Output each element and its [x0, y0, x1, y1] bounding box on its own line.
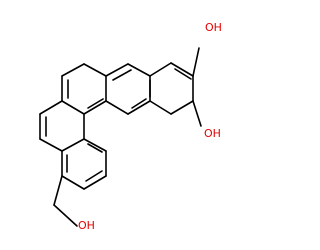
bond [87, 143, 103, 153]
hydroxyl-label-top: OH [205, 21, 222, 34]
ring-c-bonds [105, 63, 151, 115]
bond [39, 138, 63, 152]
bond [192, 100, 202, 127]
bond [131, 98, 147, 109]
bond [170, 100, 194, 115]
substituent-bonds [53, 47, 202, 227]
bond [83, 175, 107, 190]
bond [174, 68, 192, 80]
bond [83, 138, 107, 152]
bond [85, 170, 103, 182]
bond [83, 63, 107, 77]
bond [87, 98, 104, 109]
bond [105, 100, 129, 115]
bond [61, 63, 85, 77]
bond [149, 62, 172, 77]
bond [112, 69, 132, 81]
hydroxyl-label-middle: OH [204, 127, 221, 140]
bond [149, 100, 172, 115]
bond [192, 47, 200, 77]
bond [61, 138, 85, 152]
bond [105, 63, 129, 77]
bond [61, 175, 85, 190]
ring-b-bonds [61, 63, 107, 115]
structure-canvas: OH OH OH [39, 21, 222, 232]
hydroxyl-label-bottom: OH [78, 219, 95, 232]
bond [127, 100, 151, 115]
bond [61, 100, 85, 115]
bond [170, 62, 194, 77]
bond [39, 100, 63, 115]
bond [53, 204, 78, 227]
bond [53, 175, 63, 206]
bond [83, 100, 107, 115]
molecule-drawing: OH OH OH [39, 21, 222, 232]
bond [127, 63, 151, 77]
ring-d-bonds [149, 62, 194, 115]
ring-a-bonds [39, 100, 107, 190]
